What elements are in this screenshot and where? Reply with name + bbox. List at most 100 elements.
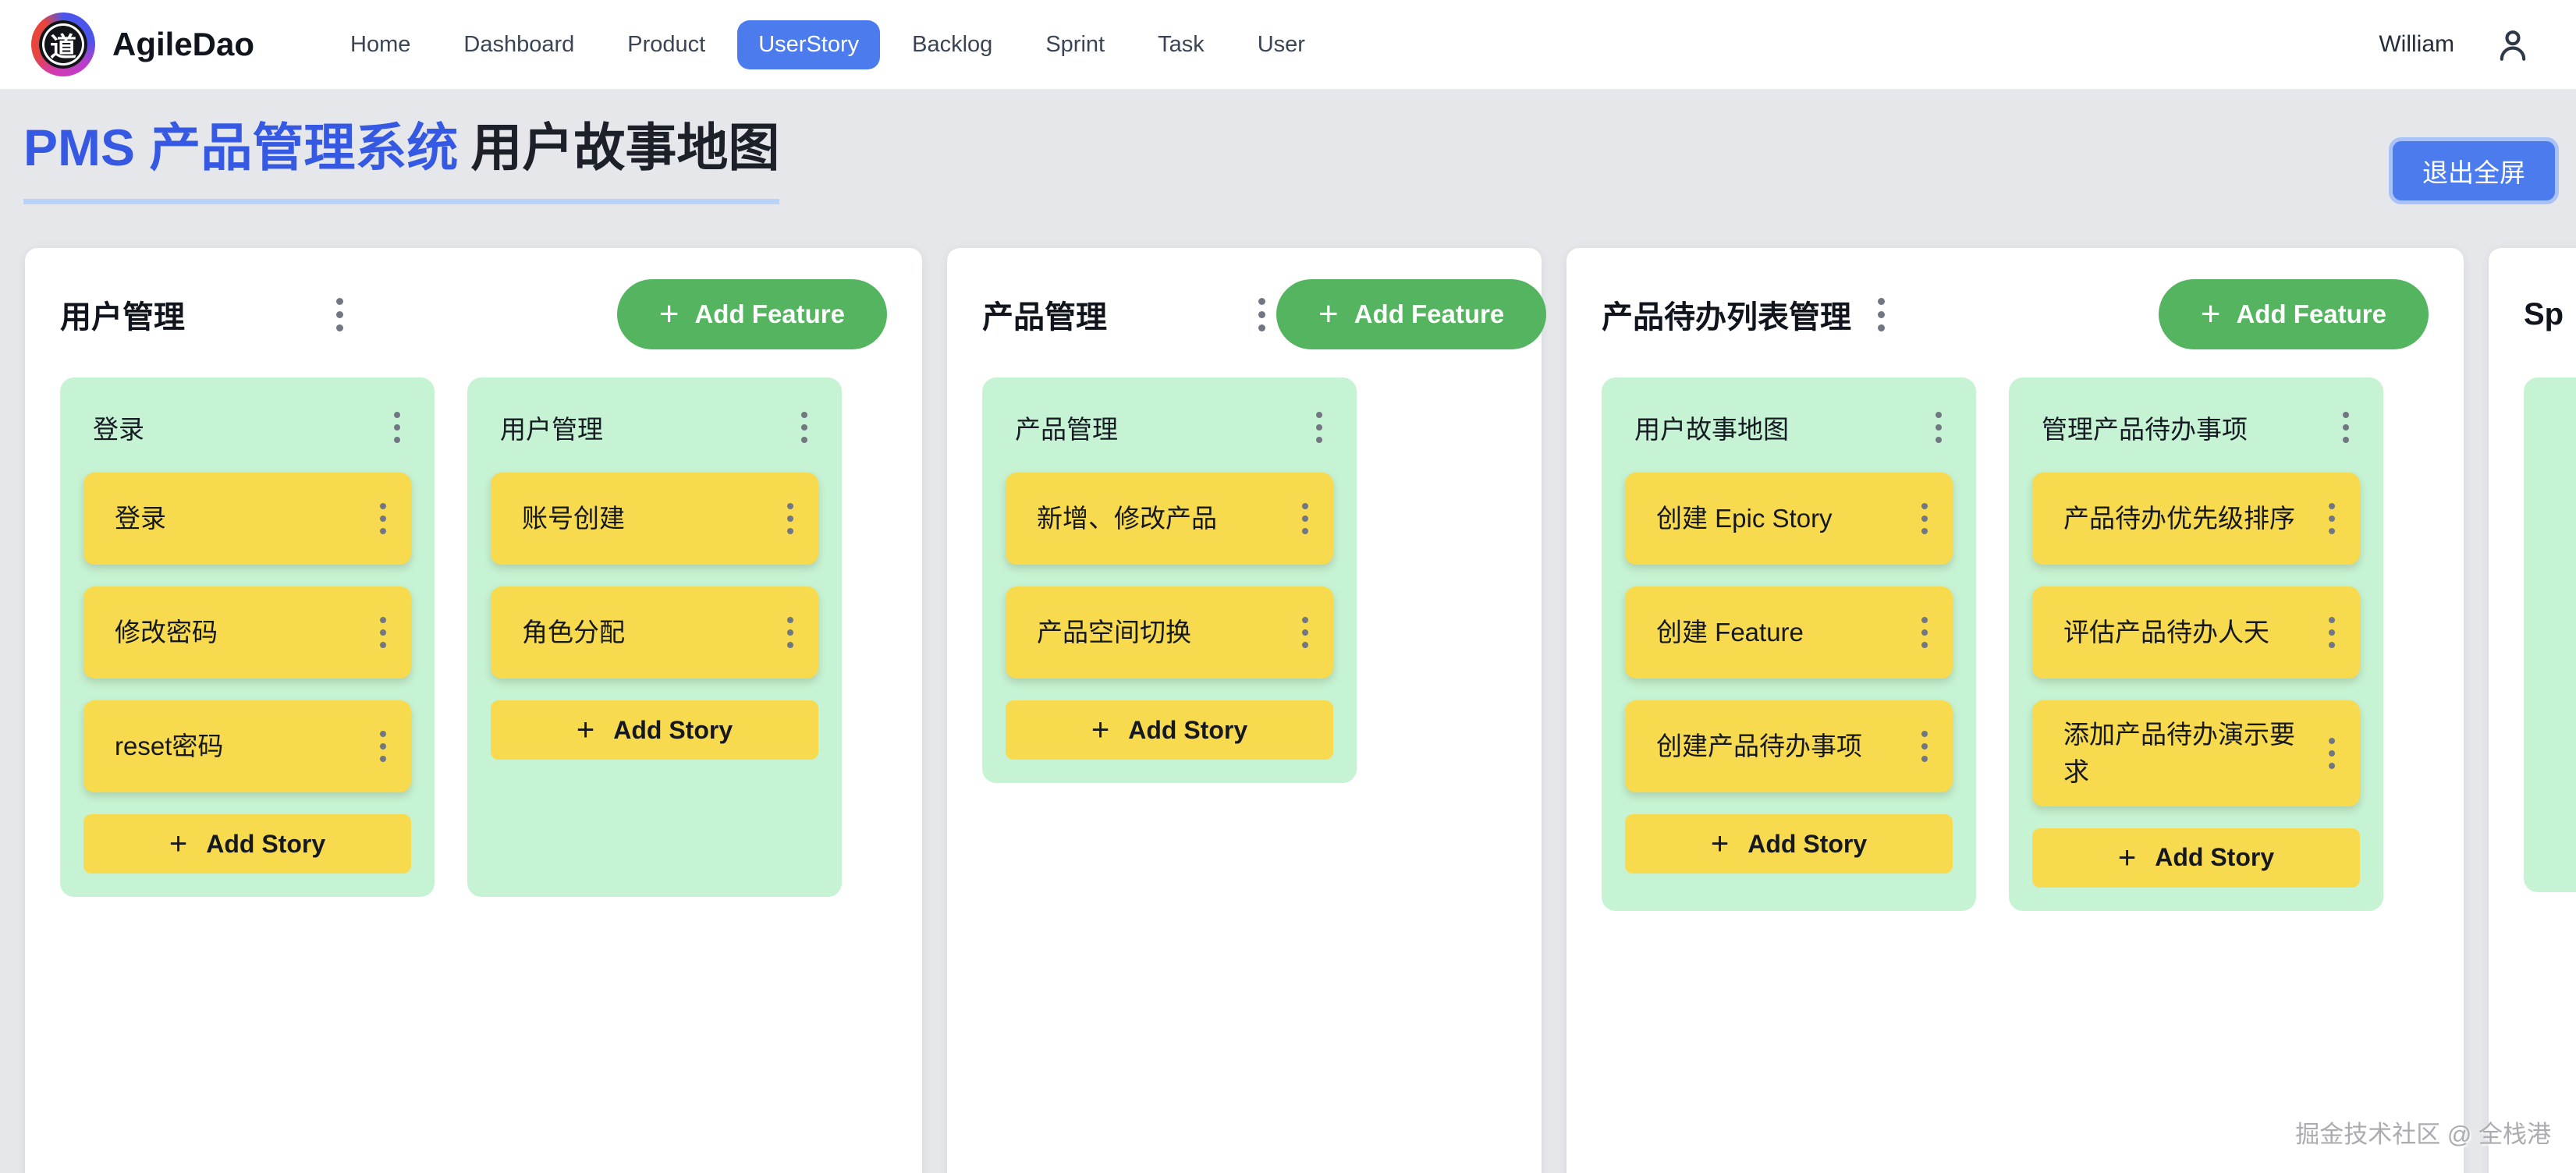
plus-icon: + <box>1091 713 1110 748</box>
story-menu-button[interactable] <box>776 611 804 654</box>
story-menu-button[interactable] <box>2318 497 2346 540</box>
story-title: 创建 Feature <box>1656 618 1804 647</box>
story-menu-button[interactable] <box>1291 497 1319 540</box>
feature-menu-button[interactable] <box>790 406 818 449</box>
story-title: 创建 Epic Story <box>1656 504 1833 533</box>
nav-item-userstory[interactable]: UserStory <box>737 19 881 69</box>
story-card[interactable]: 添加产品待办演示要求 <box>2032 700 2360 806</box>
epic-column: 产品待办列表管理 + Add Feature 用户故事地图 创建 Epic St… <box>1567 248 2464 1173</box>
feature-title: 产品管理 <box>1015 415 1118 445</box>
epic-title: 产品管理 <box>982 300 1107 335</box>
add-story-button[interactable]: + Add Story <box>1006 700 1333 760</box>
story-title: 产品空间切换 <box>1037 618 1191 647</box>
exit-fullscreen-button[interactable]: 退出全屏 <box>2389 137 2559 204</box>
story-card[interactable]: 账号创建 <box>491 473 818 565</box>
brand-title: AgileDao <box>112 26 255 62</box>
feature-menu-button[interactable] <box>383 406 411 449</box>
plus-icon: + <box>1710 827 1730 862</box>
story-list: 产品待办优先级排序 评估产品待办人天 添加产品待办演示要求 + Add Stor… <box>2032 473 2360 888</box>
feature-menu-button[interactable] <box>1305 406 1333 449</box>
story-list: 创建 Epic Story 创建 Feature 创建产品待办事项 + Add … <box>1625 473 1953 874</box>
epic-header: 产品待办列表管理 + Add Feature <box>1602 279 2429 350</box>
story-card[interactable]: 创建 Epic Story <box>1625 473 1953 565</box>
epic-menu-button[interactable] <box>325 292 354 338</box>
feature-title: 用户故事地图 <box>1634 415 1789 445</box>
feature-card <box>2524 377 2576 893</box>
feature-row <box>2524 377 2576 893</box>
feature-card: 用户故事地图 创建 Epic Story 创建 Feature 创建产品待办事项… <box>1602 377 1976 911</box>
story-title: 新增、修改产品 <box>1037 504 1217 533</box>
plus-icon: + <box>1318 295 1339 334</box>
story-title: 登录 <box>115 504 166 533</box>
story-title: 产品待办优先级排序 <box>2063 504 2295 533</box>
feature-row: 用户故事地图 创建 Epic Story 创建 Feature 创建产品待办事项… <box>1602 377 2429 911</box>
add-feature-button[interactable]: + Add Feature <box>2158 279 2429 350</box>
add-feature-button[interactable]: + Add Feature <box>1276 279 1547 350</box>
story-title: 创建产品待办事项 <box>1656 732 1862 761</box>
nav-item-dashboard[interactable]: Dashboard <box>463 31 575 57</box>
story-menu-button[interactable] <box>2318 611 2346 654</box>
story-card[interactable]: 创建 Feature <box>1625 586 1953 679</box>
feature-card: 用户管理 账号创建 角色分配 + Add Story <box>467 377 842 898</box>
nav-item-product[interactable]: Product <box>627 31 706 57</box>
user-profile-icon[interactable] <box>2493 25 2532 64</box>
feature-menu-button[interactable] <box>1925 406 1953 449</box>
story-menu-button[interactable] <box>369 725 397 768</box>
nav-menu: Home Dashboard Product UserStory Backlog Spri… <box>329 19 1326 69</box>
logo-glyph: 道 <box>39 20 87 69</box>
add-story-button[interactable]: + Add Story <box>491 700 818 760</box>
epic-menu-button[interactable] <box>1867 292 1896 338</box>
story-list: 新增、修改产品 产品空间切换 + Add Story <box>1006 473 1333 760</box>
plus-icon: + <box>169 827 188 862</box>
story-card[interactable]: 创建产品待办事项 <box>1625 700 1953 793</box>
feature-header: 用户故事地图 <box>1625 396 1953 449</box>
feature-row: 产品管理 新增、修改产品 产品空间切换 + Add Story <box>982 377 1506 784</box>
story-menu-button[interactable] <box>1911 611 1939 654</box>
story-card[interactable]: 新增、修改产品 <box>1006 473 1333 565</box>
story-menu-button[interactable] <box>1291 611 1319 654</box>
add-feature-button[interactable]: + Add Feature <box>616 279 887 350</box>
feature-header: 管理产品待办事项 <box>2032 396 2360 449</box>
top-navbar: 道 AgileDao Home Dashboard Product UserStory… <box>0 0 2576 90</box>
plus-icon: + <box>2200 295 2221 334</box>
feature-card: 登录 登录 修改密码 reset密码 + Add Story <box>60 377 435 898</box>
story-menu-button[interactable] <box>369 497 397 540</box>
story-menu-button[interactable] <box>369 611 397 654</box>
feature-title: 登录 <box>93 415 144 445</box>
story-list: 账号创建 角色分配 + Add Story <box>491 473 818 760</box>
nav-item-home[interactable]: Home <box>350 31 411 57</box>
story-card[interactable]: 角色分配 <box>491 586 818 679</box>
epic-menu-button[interactable] <box>1247 292 1276 338</box>
epic-header: 用户管理 + Add Feature <box>60 279 887 350</box>
page-header: PMS 产品管理系统用户故事地图 退出全屏 <box>0 90 2576 205</box>
epic-column: 产品管理 + Add Feature 产品管理 新增、修改产品 产品空间切换 +… <box>947 248 1547 1173</box>
story-card[interactable]: 评估产品待办人天 <box>2032 586 2360 679</box>
story-title: 角色分配 <box>522 618 625 647</box>
feature-title <box>2556 406 2576 409</box>
story-menu-button[interactable] <box>776 497 804 540</box>
page-title-product: PMS 产品管理系统 <box>23 119 459 176</box>
story-menu-button[interactable] <box>1911 497 1939 540</box>
feature-menu-button[interactable] <box>2332 406 2360 449</box>
story-card[interactable]: 登录 <box>83 473 411 565</box>
nav-item-backlog[interactable]: Backlog <box>912 31 993 57</box>
add-story-button[interactable]: + Add Story <box>83 814 411 874</box>
story-card[interactable]: 产品空间切换 <box>1006 586 1333 679</box>
nav-item-task[interactable]: Task <box>1158 31 1205 57</box>
nav-item-sprint[interactable]: Sprint <box>1045 31 1105 57</box>
story-card[interactable]: 修改密码 <box>83 586 411 679</box>
feature-title: 管理产品待办事项 <box>2042 415 2248 445</box>
add-story-button[interactable]: + Add Story <box>1625 814 1953 874</box>
story-menu-button[interactable] <box>2318 732 2346 775</box>
story-menu-button[interactable] <box>1911 725 1939 768</box>
story-list: 登录 修改密码 reset密码 + Add Story <box>83 473 411 874</box>
nav-item-user[interactable]: User <box>1257 31 1305 57</box>
story-title: 修改密码 <box>115 618 218 647</box>
story-title: reset密码 <box>115 732 224 761</box>
epic-column: 用户管理 + Add Feature 登录 登录 修改密码 reset密码 + … <box>25 248 922 1173</box>
plus-icon: + <box>576 713 595 748</box>
story-card[interactable]: reset密码 <box>83 700 411 793</box>
add-story-button[interactable]: + Add Story <box>2032 827 2360 888</box>
epic-column: Sp + Add Feature <box>2489 248 2576 1173</box>
story-card[interactable]: 产品待办优先级排序 <box>2032 473 2360 565</box>
